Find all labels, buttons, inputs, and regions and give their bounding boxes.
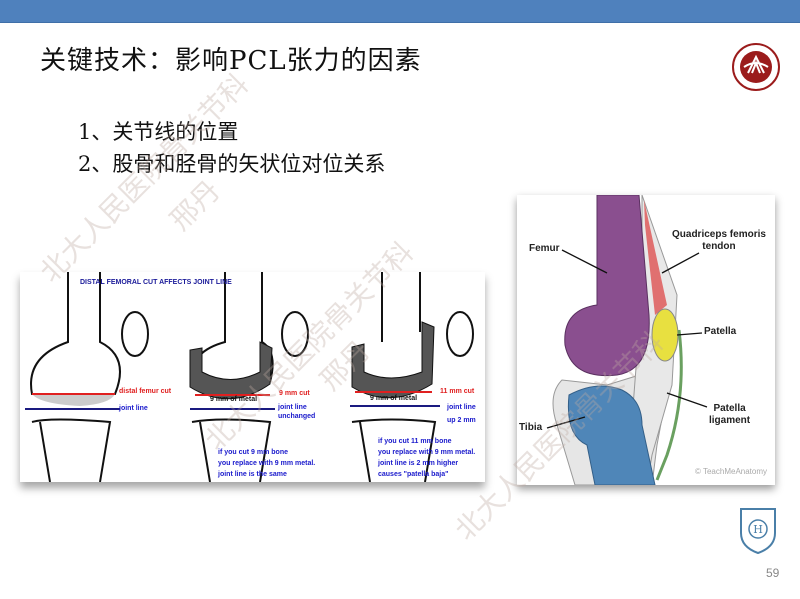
- note-line: you replace with 9 mm metal.: [218, 460, 316, 467]
- panel3-notes: if you cut 11 mm bone you replace with 9…: [378, 436, 475, 480]
- label-line: tendon: [702, 241, 736, 252]
- svg-text:H: H: [753, 523, 763, 536]
- tibia-label: Tibia: [519, 422, 543, 433]
- joint-line-label: joint line: [119, 405, 148, 412]
- joint-line-label: joint line: [278, 404, 307, 411]
- panel2-notes: if you cut 9 mm bone you replace with 9 …: [218, 447, 315, 480]
- femur-label: Femur: [529, 243, 560, 254]
- list-item: 1、关节线的位置: [78, 120, 239, 144]
- 11mm-cut-label: 11 mm cut: [440, 388, 475, 395]
- quadriceps-label: Quadriceps femoris tendon: [672, 229, 766, 253]
- peking-university-seal-logo: [732, 43, 780, 91]
- 9mm-cut-label: 9 mm cut: [279, 390, 310, 397]
- bullet-list: 1、关节线的位置 2、股骨和胫骨的矢状位对位关系: [78, 116, 385, 180]
- knee-drawings: [25, 272, 474, 482]
- credit-text: TeachMeAnatomy: [702, 467, 768, 476]
- note-line: you replace with 9 mm metal.: [378, 449, 476, 456]
- patella-label: Patella: [704, 326, 737, 337]
- joint-line-label: joint line: [447, 404, 476, 411]
- label-line: Quadriceps femoris: [672, 229, 766, 240]
- metal-label: 9 mm of metal: [370, 395, 418, 402]
- unchanged-label: unchanged: [278, 413, 316, 420]
- patella-ligament-label: Patella ligament: [709, 403, 750, 427]
- watermark: 邢丹: [163, 173, 227, 237]
- page-number: 59: [766, 566, 780, 580]
- knee-sagittal-drawing: [546, 195, 708, 485]
- note-line: joint line is 2 mm higher: [378, 460, 459, 467]
- metal-label: 9 mm of metal: [210, 396, 258, 403]
- note-line: if you cut 9 mm bone: [218, 449, 289, 456]
- knee-anatomy-illustration: Femur Quadriceps femoris tendon Patella …: [517, 195, 775, 485]
- label-line: ligament: [709, 415, 751, 426]
- diagram-title: DISTAL FEMORAL CUT AFFECTS JOINT LINE: [80, 279, 232, 286]
- label-line: Patella: [713, 403, 746, 414]
- note-line: causes "patella baja": [378, 471, 449, 478]
- up-2mm-label: up 2 mm: [447, 417, 476, 424]
- slide-title: 关键技术：影响PCL张力的因素: [40, 46, 422, 76]
- distal-femoral-cut-diagram: DISTAL FEMORAL CUT AFFECTS JOINT LINE di…: [20, 272, 485, 482]
- note-line: if you cut 11 mm bone: [378, 438, 452, 445]
- hospital-emblem-logo: H: [740, 508, 776, 555]
- image-credit: © TeachMeAnatomy: [695, 467, 768, 476]
- note-line: joint line is the same: [218, 471, 287, 478]
- header-bar: [0, 0, 800, 23]
- list-item: 2、股骨和胫骨的矢状位对位关系: [78, 152, 386, 176]
- distal-femur-cut-label: distal femur cut: [119, 388, 172, 395]
